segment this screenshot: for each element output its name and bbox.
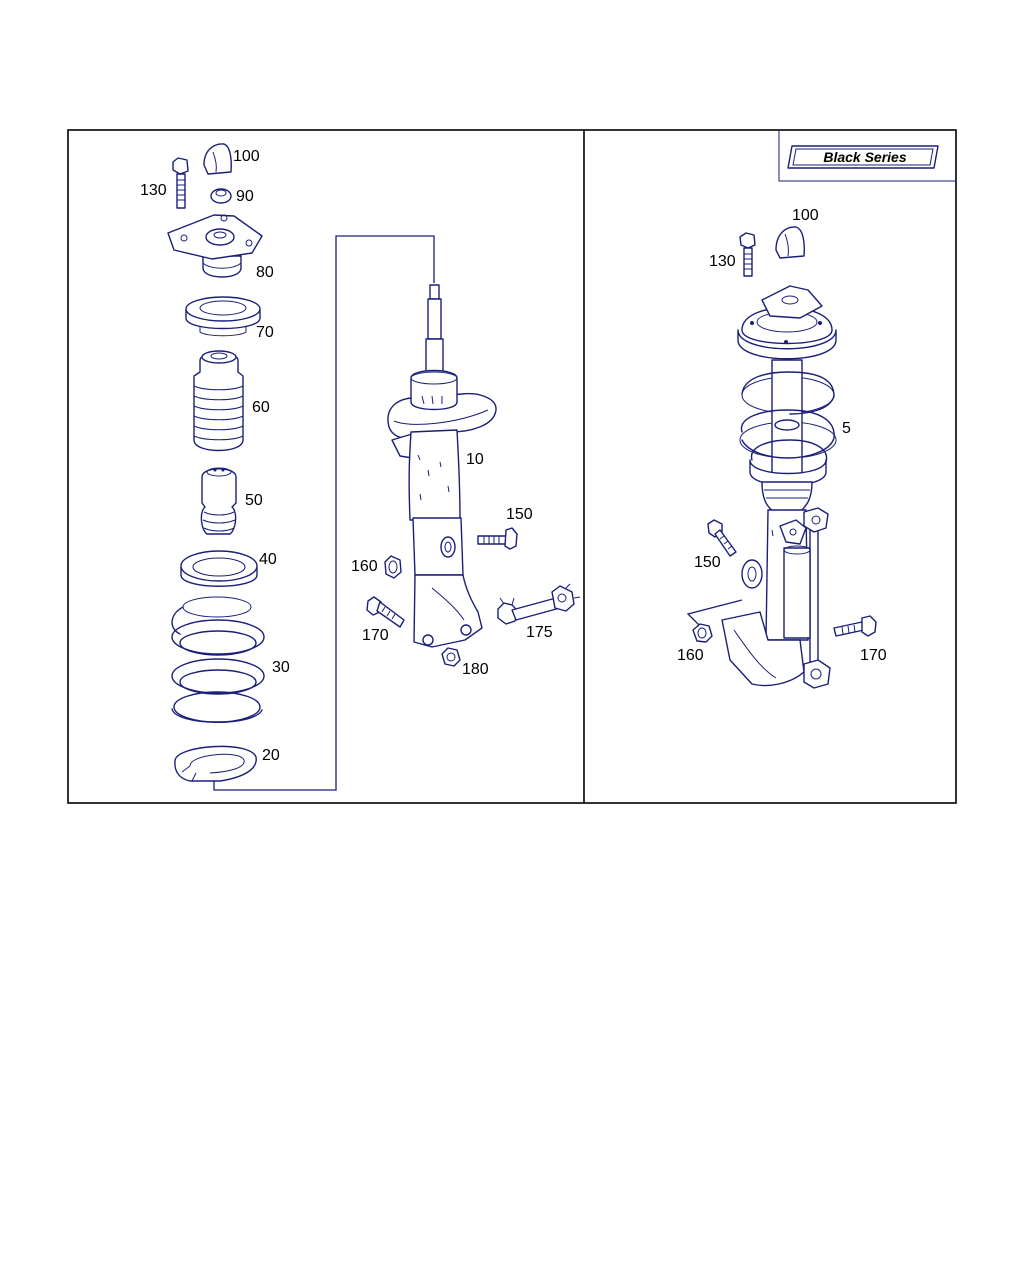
- part-70-bearing: [185, 296, 261, 337]
- label-130-left: 130: [140, 182, 167, 199]
- label-20: 20: [262, 747, 280, 764]
- part-150-bolt-right: [707, 519, 737, 557]
- assembly-leader: [213, 235, 435, 791]
- label-100-right: 100: [792, 207, 819, 224]
- label-60: 60: [252, 399, 270, 416]
- label-40: 40: [259, 551, 277, 568]
- part-80-strut-mount: [167, 214, 263, 278]
- label-30: 30: [272, 659, 290, 676]
- part-175-stabilizer-link: [497, 583, 581, 625]
- label-160-right: 160: [677, 647, 704, 664]
- part-20-spring-pad: [174, 745, 257, 782]
- label-175: 175: [526, 624, 553, 641]
- part-100-cap-right: [775, 226, 805, 259]
- label-160-left: 160: [351, 558, 378, 575]
- label-180: 180: [462, 661, 489, 678]
- label-130-right: 130: [709, 253, 736, 270]
- badge-box: [778, 130, 956, 182]
- part-160-nut-left: [384, 555, 402, 579]
- label-170-right: 170: [860, 647, 887, 664]
- label-80: 80: [256, 264, 274, 281]
- part-130-bolt-right: [739, 232, 756, 277]
- label-150-right: 150: [694, 554, 721, 571]
- black-series-badge: Black Series: [787, 145, 939, 169]
- part-90-nut: [210, 188, 232, 204]
- part-10-shock-absorber: [387, 284, 497, 648]
- label-100-left: 100: [233, 148, 260, 165]
- part-170-bolt-right: [833, 615, 877, 637]
- diagram-frame: [67, 129, 957, 804]
- part-130-bolt: [172, 157, 189, 209]
- label-150-left: 150: [506, 506, 533, 523]
- part-150-bolt-left: [477, 527, 518, 550]
- label-70: 70: [256, 324, 274, 341]
- label-5: 5: [842, 420, 851, 437]
- label-10: 10: [466, 451, 484, 468]
- part-180-nut: [441, 647, 461, 667]
- part-170-bolt-left: [366, 596, 405, 628]
- part-30-coil-spring: [171, 596, 265, 723]
- label-50: 50: [245, 492, 263, 509]
- part-40-spring-seat: [180, 550, 258, 587]
- part-5-strut-assembly: [721, 285, 837, 689]
- part-100-cap: [203, 143, 232, 175]
- label-170-left: 170: [362, 627, 389, 644]
- badge-label: Black Series: [823, 149, 906, 165]
- part-160-nut-right: [686, 599, 743, 643]
- part-60-dust-boot: [193, 350, 244, 452]
- part-50-bump-stop: [200, 467, 237, 535]
- label-90: 90: [236, 188, 254, 205]
